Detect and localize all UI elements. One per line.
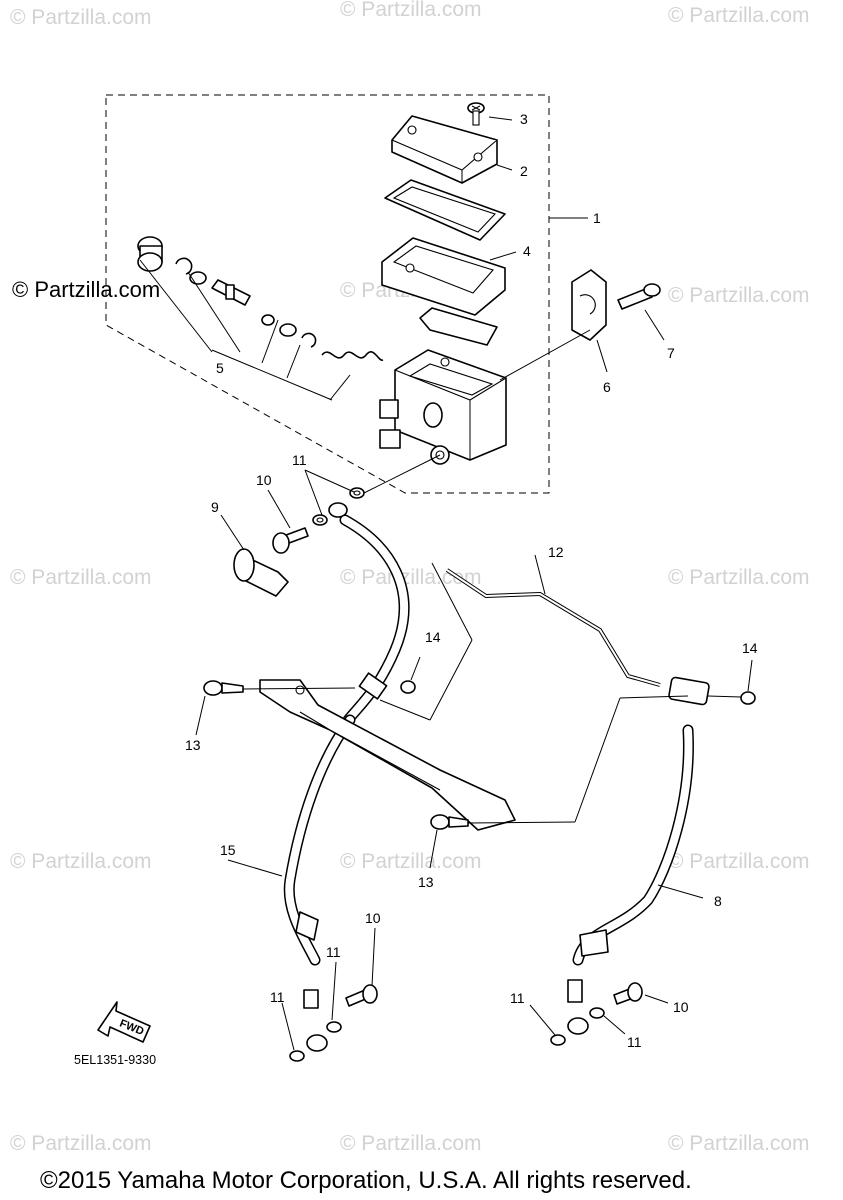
watermark: © Partzilla.com bbox=[10, 1132, 152, 1155]
watermark-prominent: © Partzilla.com bbox=[12, 277, 160, 302]
hose-bracket bbox=[259, 679, 516, 831]
callout-10b: 10 bbox=[365, 910, 381, 926]
callout-5: 5 bbox=[216, 360, 224, 376]
callout-7: 7 bbox=[667, 345, 675, 361]
clamp-bolt bbox=[617, 283, 661, 310]
watermark: © Partzilla.com bbox=[668, 284, 810, 307]
callout-14b: 14 bbox=[742, 640, 758, 656]
callout-11c: 11 bbox=[270, 989, 285, 1005]
banjo-fittings-lower bbox=[227, 554, 704, 1062]
reservoir-cap bbox=[391, 115, 498, 184]
callout-1: 1 bbox=[593, 210, 601, 226]
callout-8: 8 bbox=[714, 893, 722, 909]
watermark: © Partzilla.com bbox=[668, 566, 810, 589]
watermark: © Partzilla.com bbox=[668, 4, 810, 27]
watermark: © Partzilla.com bbox=[10, 6, 152, 29]
callout-10c: 10 bbox=[673, 999, 689, 1015]
callout-11a: 11 bbox=[292, 452, 307, 468]
watermark: © Partzilla.com bbox=[340, 850, 482, 873]
bracket-bolts bbox=[195, 562, 756, 869]
assembly-boundary bbox=[105, 94, 550, 494]
watermark: © Partzilla.com bbox=[668, 1132, 810, 1155]
brake-hoses bbox=[283, 514, 710, 1052]
callout-10a: 10 bbox=[256, 472, 272, 488]
cap-screw bbox=[467, 102, 485, 126]
callout-11e: 11 bbox=[627, 1034, 642, 1050]
callout-13a: 13 bbox=[185, 737, 201, 753]
diaphragm-plate bbox=[384, 179, 506, 241]
master-cylinder-assembly bbox=[137, 102, 661, 465]
float-plate bbox=[419, 307, 498, 346]
watermark: © Partzilla.com bbox=[340, 1132, 482, 1155]
master-cylinder-body bbox=[379, 349, 507, 465]
copyright-notice: ©2015 Yamaha Motor Corporation, U.S.A. A… bbox=[40, 1167, 692, 1194]
callout-labels: 3 2 1 4 7 6 5 11 10 9 12 14 14 13 15 13 … bbox=[185, 111, 758, 1050]
banjo-fittings-upper bbox=[220, 469, 365, 597]
callout-9: 9 bbox=[211, 499, 219, 515]
diagram-code: 5EL1351-9330 bbox=[74, 1053, 156, 1067]
callout-6: 6 bbox=[603, 379, 611, 395]
watermark: © Partzilla.com bbox=[10, 850, 152, 873]
callout-15: 15 bbox=[220, 842, 236, 858]
watermark: © Partzilla.com bbox=[340, 0, 482, 21]
callout-14a: 14 bbox=[425, 629, 441, 645]
handlebar-clamp bbox=[571, 269, 607, 341]
diaphragm bbox=[381, 237, 506, 316]
watermark: © Partzilla.com bbox=[668, 850, 810, 873]
callout-11b: 11 bbox=[326, 944, 341, 960]
piston-kit bbox=[137, 236, 384, 361]
callout-12: 12 bbox=[548, 544, 564, 560]
callout-4: 4 bbox=[523, 243, 531, 259]
leader-lines-upper bbox=[139, 116, 665, 496]
watermark: © Partzilla.com bbox=[10, 566, 152, 589]
watermark-layer: © Partzilla.com © Partzilla.com © Partzi… bbox=[10, 0, 810, 1155]
forward-arrow: FWD bbox=[97, 1001, 151, 1043]
callout-2: 2 bbox=[520, 163, 528, 179]
callout-11d: 11 bbox=[510, 990, 525, 1006]
callout-3: 3 bbox=[520, 111, 528, 127]
callout-13b: 13 bbox=[418, 874, 434, 890]
